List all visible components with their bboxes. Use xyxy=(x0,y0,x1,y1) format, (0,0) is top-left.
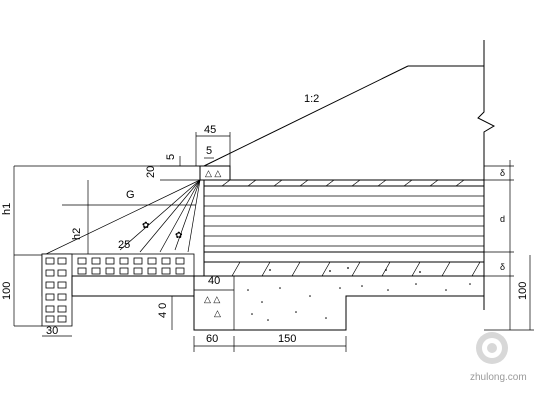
dim-40-label: 40 xyxy=(208,275,220,287)
foundation-symbols-2: △ xyxy=(214,308,221,318)
slope-ratio-label: 1:2 xyxy=(304,93,319,105)
lower-specks xyxy=(269,267,421,273)
right-delta-mid: d xyxy=(500,214,505,224)
lower-hatch xyxy=(231,261,481,277)
stone-blocks xyxy=(45,257,185,323)
dim-100-left-label: 100 xyxy=(1,282,13,300)
dim-150-label: 150 xyxy=(278,333,296,345)
foundation-outline xyxy=(193,276,484,331)
dim-5-left-label: 5 xyxy=(165,154,177,160)
dim-100-right-label: 100 xyxy=(517,282,529,300)
top-hatch xyxy=(221,179,465,187)
wall-footing-gap xyxy=(71,275,195,297)
dim-60-label: 60 xyxy=(206,333,218,345)
slope-line xyxy=(203,65,409,167)
dim-40-vertical-label: 4 0 xyxy=(157,303,169,318)
break-line-right xyxy=(477,40,496,310)
watermark-text: zhulong.com xyxy=(470,372,527,383)
g-label: G xyxy=(126,189,135,201)
h1-label: h1 xyxy=(1,203,13,215)
dim-30-label: 30 xyxy=(46,325,58,337)
dim-20-label: 20 xyxy=(145,166,157,178)
dim-25-label: 25 xyxy=(118,239,130,251)
h2-label: h2 xyxy=(71,228,83,240)
dim-45-label: 45 xyxy=(204,124,216,136)
dim-5-inner-label: 5 xyxy=(206,145,212,157)
cap-symbols: △ △ xyxy=(205,168,221,178)
right-delta-bottom: δ xyxy=(500,262,505,272)
foundation-symbols: △ △ xyxy=(204,294,220,304)
concrete-specks xyxy=(247,283,471,321)
stone-symbol-1: ✿ xyxy=(142,220,150,230)
fan-lines xyxy=(43,179,201,256)
watermark-logo xyxy=(476,332,508,364)
lower-band xyxy=(203,251,485,277)
stone-wall-column xyxy=(41,253,73,327)
right-delta-top: δ xyxy=(500,168,505,178)
stone-symbol-2: ✿ xyxy=(175,230,183,240)
